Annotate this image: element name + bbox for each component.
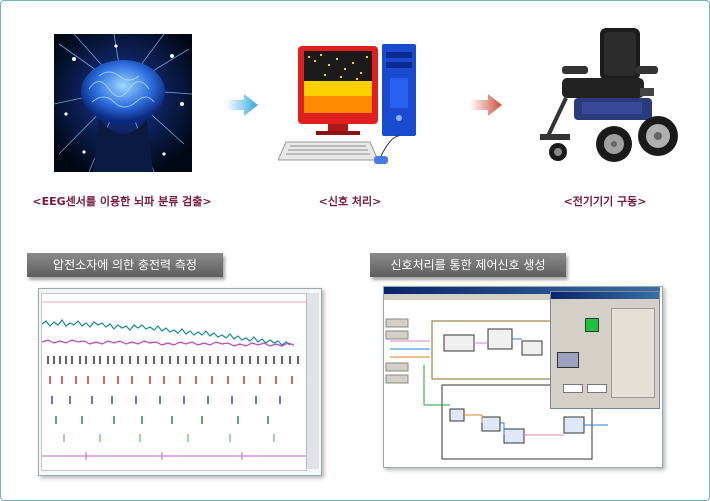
trace-panel: [41, 293, 307, 471]
window-titlebar: [384, 287, 660, 294]
front-panel-window: [550, 291, 660, 409]
computer-image: [277, 38, 428, 170]
section-title-right: 신호처리를 통한 제어신호 생성: [370, 253, 566, 277]
front-panel-titlebar: [551, 292, 659, 299]
arrow-right-red-icon: [470, 94, 502, 116]
section-title-left: 압전소자에 의한 충전력 측정: [27, 253, 223, 277]
parameter-panel: [611, 308, 655, 398]
numeric-field-1: [563, 384, 583, 393]
front-panel-canvas: [553, 302, 657, 406]
control-box: [557, 352, 579, 368]
block-diagram-window: [384, 287, 660, 465]
numeric-field-2: [587, 384, 607, 393]
piezo-signal-screenshot: [38, 288, 322, 476]
menu-bar: [384, 294, 660, 300]
wheelchair-image: [522, 26, 682, 172]
channel-sidebar: [306, 293, 319, 469]
arrow-right-blue-icon: [226, 94, 258, 116]
brain-image: [53, 33, 193, 173]
green-indicator: [585, 318, 599, 332]
labview-screenshot: [383, 286, 663, 468]
caption-eeg: <EEG센서를 이용한 뇌파 분류 검출>: [32, 195, 212, 208]
caption-signal: <신호 처리>: [318, 195, 382, 208]
caption-device: <전기기기 구동>: [563, 195, 647, 208]
